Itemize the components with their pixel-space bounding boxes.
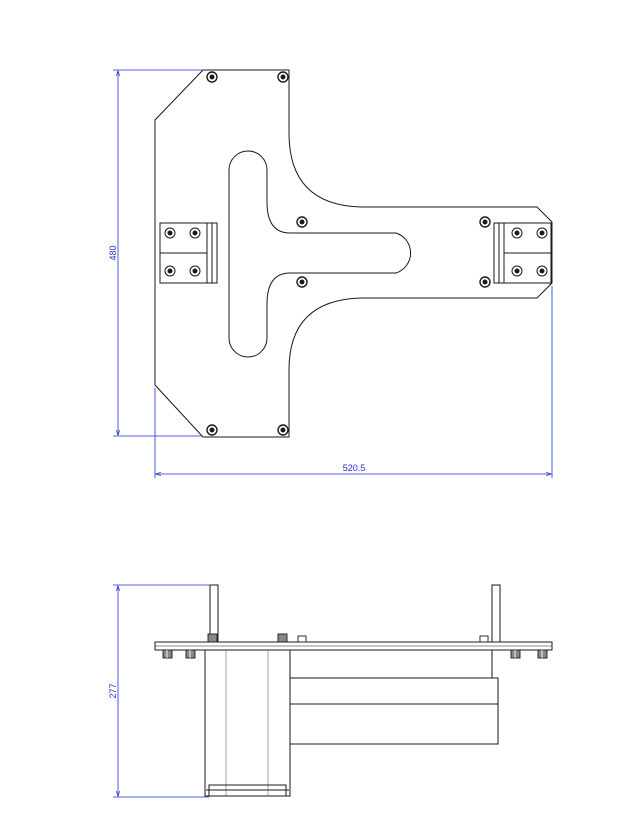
nut-icon (207, 633, 218, 643)
screws-top (164, 71, 548, 436)
left-bracket (159, 222, 218, 284)
dimension-height-top (113, 69, 203, 437)
screw-icon (479, 276, 491, 288)
screw-icon (296, 216, 308, 228)
bolt-icon (511, 265, 523, 277)
dimension-label-height-top: 480 (108, 245, 118, 260)
nut-icon (510, 649, 521, 659)
nut-icon (162, 649, 173, 659)
bolt-icon (164, 265, 176, 277)
bolt-icon (536, 227, 548, 239)
bolt-icon (536, 265, 548, 277)
screw-icon (296, 276, 308, 288)
screw-icon (206, 424, 218, 436)
dimension-label-width-top: 520.5 (343, 463, 366, 473)
dimension-label-height-side: 277 (108, 683, 118, 698)
bolt-icon (189, 227, 201, 239)
screw-icon (206, 71, 218, 83)
nut-icon (479, 635, 489, 643)
vertical-slot (228, 150, 412, 358)
bolt-icon (511, 227, 523, 239)
plate-outline (154, 69, 553, 438)
upper-body (289, 649, 493, 679)
bolt-icon (189, 265, 201, 277)
motor-cylinder (204, 649, 291, 797)
bolt-icon (164, 227, 176, 239)
screw-icon (479, 216, 491, 228)
dimension-height-side (113, 584, 210, 798)
nut-icon (297, 635, 307, 643)
side-view (154, 584, 553, 797)
nut-icon (537, 649, 548, 659)
nut-icon (185, 649, 196, 659)
dimension-width-top (154, 286, 553, 478)
right-fin (491, 584, 501, 644)
lower-box (289, 677, 499, 745)
screw-icon (277, 71, 289, 83)
right-bracket (493, 222, 552, 284)
nut-icon (277, 633, 288, 643)
top-view (154, 69, 553, 438)
side-bolts (162, 633, 548, 659)
screw-icon (277, 424, 289, 436)
